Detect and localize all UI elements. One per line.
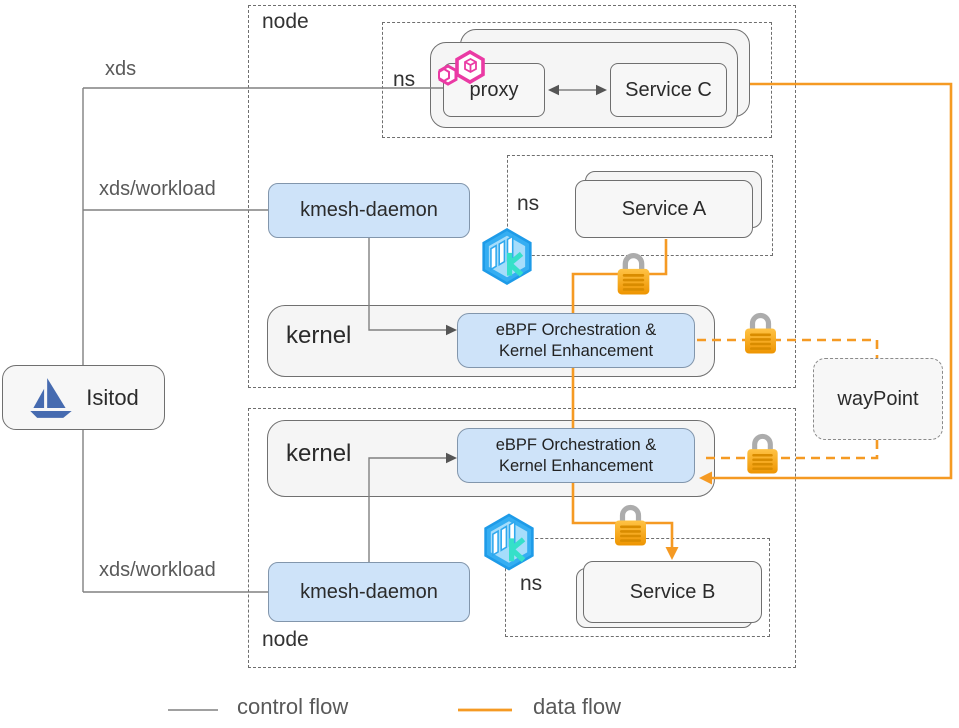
ns-service-a-label: ns: [517, 192, 540, 215]
kernel-bottom-label: kernel: [286, 440, 352, 467]
ebpf-top-line2: Kernel Enhancement: [498, 341, 654, 360]
kmesh-daemon-box-top: kmesh-daemon: [268, 183, 470, 238]
service-b-box: Service B: [583, 561, 762, 623]
service-a-label: Service A: [621, 197, 707, 220]
ebpf-box-top: eBPF Orchestration & Kernel Enhancement: [457, 313, 695, 368]
legend-data-flow-label: data flow: [533, 694, 622, 719]
proxy-pink-hexagon-icon: [438, 50, 485, 86]
kmesh-hexagon-icon: [483, 513, 535, 571]
node-container-bottom: [248, 408, 796, 668]
ns-container-proxy: [382, 22, 772, 138]
kmesh-daemon-top-label: kmesh-daemon: [300, 199, 438, 221]
node-bottom-label: node: [262, 628, 309, 651]
ebpf-top-line1: eBPF Orchestration &: [495, 321, 657, 340]
proxy-label: proxy: [469, 78, 519, 101]
ns-top-label: ns: [393, 68, 416, 91]
waypoint-box: wayPoint: [813, 358, 943, 440]
istiod-label: Isitod: [86, 384, 139, 410]
ns-service-b-label: ns: [520, 572, 543, 595]
istio-sailboat-icon: [30, 377, 72, 418]
service-c-label: Service C: [625, 78, 712, 101]
kmesh-hexagon-icon: [481, 228, 533, 285]
service-b-label: Service B: [629, 580, 716, 603]
node-top-label: node: [262, 10, 309, 33]
xds-edge-label: xds: [105, 58, 137, 80]
waypoint-label: wayPoint: [837, 387, 919, 410]
kernel-top-label: kernel: [286, 322, 352, 349]
xds-workload-bottom-edge-label: xds/workload: [99, 559, 216, 581]
xds-workload-top-edge-label: xds/workload: [99, 178, 216, 200]
padlock-icon: [745, 430, 780, 475]
padlock-icon: [613, 501, 648, 547]
ebpf-bottom-line1: eBPF Orchestration &: [495, 436, 657, 455]
ebpf-bottom-line2: Kernel Enhancement: [498, 456, 654, 475]
legend-control-flow-label: control flow: [237, 694, 349, 719]
istiod-box: Isitod: [2, 365, 165, 430]
service-a-box: Service A: [575, 180, 753, 238]
padlock-icon: [743, 309, 778, 355]
ebpf-box-bottom: eBPF Orchestration & Kernel Enhancement: [457, 428, 695, 483]
kmesh-daemon-box-bottom: kmesh-daemon: [268, 562, 470, 622]
kmesh-daemon-bottom-label: kmesh-daemon: [300, 580, 438, 603]
padlock-icon: [616, 249, 651, 296]
service-c-box: Service C: [610, 63, 727, 117]
